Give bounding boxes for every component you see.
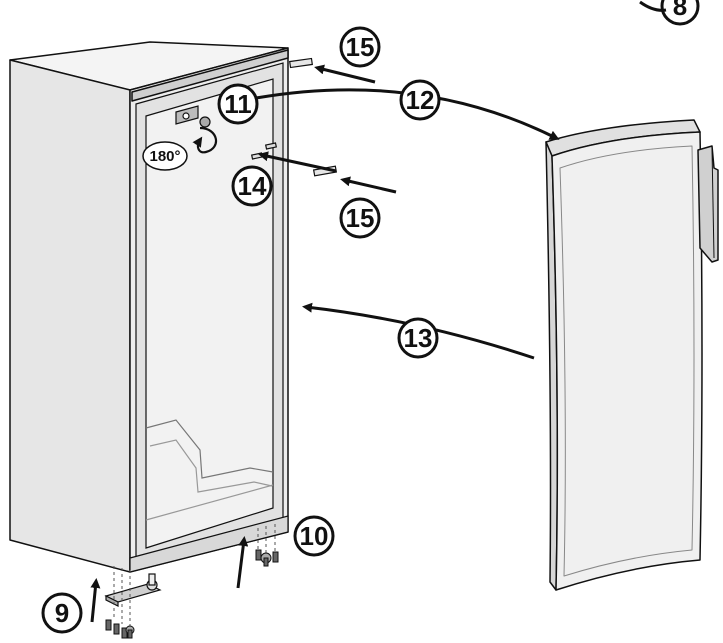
callout-10: 10: [293, 515, 335, 557]
callout-12: 12: [399, 79, 441, 121]
cabinet-door-frame: [135, 62, 284, 563]
arrow-15-top: [314, 64, 376, 84]
hinge-pins: [250, 142, 278, 160]
bottom-hinge-plate: [104, 573, 162, 607]
callout-15-bottom-label: 15: [346, 203, 375, 233]
callout-13-label: 13: [404, 323, 433, 353]
callout-10-label: 10: [300, 521, 329, 551]
callout-14-label: 14: [238, 171, 267, 201]
callout-8-label: 8: [673, 0, 687, 21]
top-hinge-strip: [131, 49, 289, 102]
rotate-180-arrow: [192, 126, 217, 154]
fridge-door: [545, 119, 719, 591]
top-hinge-bracket: [175, 105, 211, 128]
arrow-9-up: [90, 578, 101, 623]
interior-line: [145, 484, 274, 521]
screws-lower-right: [255, 549, 279, 567]
arrow-10-up: [236, 536, 249, 589]
screw-alignment-lines: [113, 524, 276, 628]
door-handle: [697, 145, 719, 263]
callout-12-label: 12: [406, 85, 435, 115]
screws-lower-left: [105, 619, 135, 639]
crisper-inner: [149, 439, 273, 493]
arrow-15-bottom: [340, 176, 397, 194]
cabinet-left-side: [9, 59, 131, 573]
callout-15-top: 15: [339, 26, 381, 68]
angle-label: 180°: [149, 148, 180, 165]
callout-15-top-label: 15: [346, 32, 375, 62]
callout-11: 11: [217, 83, 259, 125]
door-front: [551, 131, 703, 591]
crisper-outline: [145, 419, 274, 479]
callout-8: 8: [639, 0, 700, 26]
callout-11-label: 11: [224, 89, 252, 119]
callout-9-label: 9: [55, 598, 69, 628]
callout-15-bottom: 15: [339, 197, 381, 239]
arrow-14-pin: [258, 151, 337, 173]
angle-badge: [142, 141, 188, 171]
callout-9: 9: [41, 592, 83, 634]
door-inner-outline: [559, 145, 695, 577]
callout-14: 14: [231, 165, 273, 207]
cabinet-bottom-skirt: [129, 515, 289, 573]
callout-13: 13: [397, 317, 439, 359]
pins-15: [289, 57, 338, 177]
